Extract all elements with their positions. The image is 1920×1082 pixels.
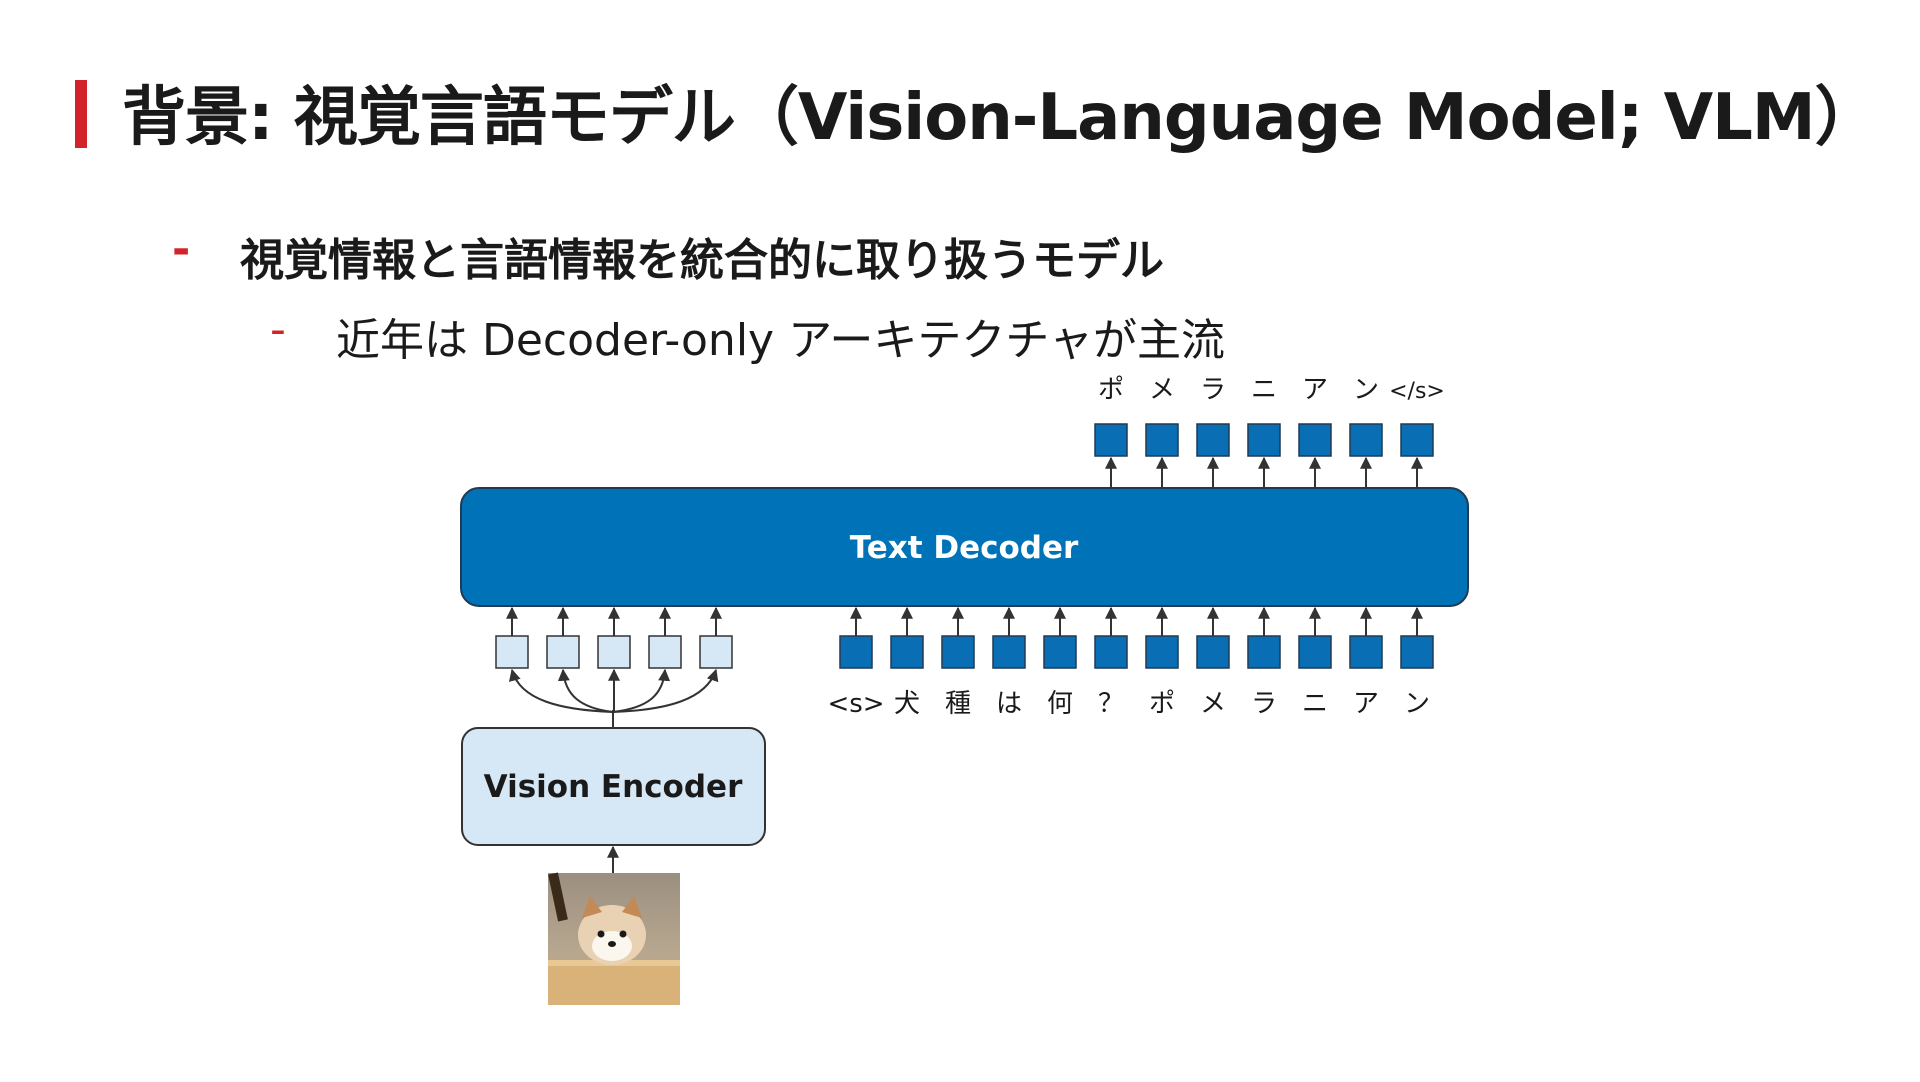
input-token: ポ: [1145, 606, 1179, 719]
output-token-label: ニ: [1251, 375, 1277, 405]
output-text-tokens: ポメラニアン </s>: [1094, 375, 1445, 488]
bullet-level-2: - 近年は Decoder-only アーキテクチャが主流: [270, 304, 1225, 368]
input-token: は: [992, 606, 1026, 719]
input-token-label: メ: [1200, 689, 1226, 719]
bullet-dash: -: [270, 304, 286, 355]
input-token: 犬: [890, 606, 924, 719]
encoder-fanout-arrows: [508, 668, 719, 728]
output-token: ン: [1349, 375, 1383, 488]
input-text-tokens: <s> 犬種は何 ？ ポメラニアン: [827, 606, 1434, 719]
output-token-label: ア: [1302, 375, 1328, 405]
output-token: メ: [1145, 375, 1179, 488]
input-token-label: ？: [1098, 689, 1124, 719]
vision-token: [495, 606, 529, 669]
vision-tokens: [495, 606, 733, 669]
text-decoder-block: Text Decoder: [460, 487, 1469, 607]
input-token: <s>: [827, 606, 885, 719]
vision-encoder-label: Vision Encoder: [484, 769, 743, 805]
bullet-text: 視覚情報と言語情報を統合的に取り扱うモデル: [240, 235, 1164, 286]
input-token: 種: [941, 606, 975, 719]
vision-encoder-block: Vision Encoder: [461, 727, 766, 846]
slide-title: 背景: 視覚言語モデル（Vision-Language Model; VLM）: [122, 81, 1879, 155]
vision-token: [546, 606, 580, 669]
input-token-label: <s>: [827, 689, 884, 719]
bullet-text: 近年は Decoder-only アーキテクチャが主流: [336, 315, 1225, 366]
output-token-label: ン: [1353, 375, 1379, 405]
input-token-label: 犬: [894, 689, 920, 719]
input-token-label: ニ: [1302, 689, 1328, 719]
input-token-label: は: [996, 689, 1022, 719]
input-token: ン: [1400, 606, 1434, 719]
output-token: ニ: [1247, 375, 1281, 488]
output-token: ア: [1298, 375, 1332, 488]
input-token-label: ン: [1404, 689, 1430, 719]
input-token-label: 種: [945, 689, 971, 719]
input-token: ア: [1349, 606, 1383, 719]
text-decoder-label: Text Decoder: [850, 530, 1079, 566]
input-token-label: 何: [1047, 689, 1073, 719]
vision-token: [597, 606, 631, 669]
output-token-label: ラ: [1200, 375, 1226, 405]
vision-token: [648, 606, 682, 669]
pomeranian-image: [548, 872, 680, 1005]
input-token: ？: [1094, 606, 1128, 719]
vision-token: [699, 606, 733, 669]
output-token-label: </s>: [1389, 379, 1445, 404]
output-token: ポ: [1094, 375, 1128, 488]
input-token-label: ア: [1353, 689, 1379, 719]
input-token: 何: [1043, 606, 1077, 719]
output-token-label: ポ: [1098, 375, 1124, 405]
output-token: ラ: [1196, 375, 1230, 488]
input-token: ラ: [1247, 606, 1281, 719]
output-token-label: メ: [1149, 375, 1175, 405]
bullet-level-1: - 視覚情報と言語情報を統合的に取り扱うモデル: [172, 224, 1164, 288]
input-token-label: ラ: [1251, 689, 1277, 719]
input-token: ニ: [1298, 606, 1332, 719]
input-token: メ: [1196, 606, 1230, 719]
title-accent-bar: [75, 80, 87, 148]
output-token: </s>: [1389, 379, 1445, 488]
bullet-dash: -: [172, 224, 191, 275]
input-token-label: ポ: [1149, 689, 1175, 719]
